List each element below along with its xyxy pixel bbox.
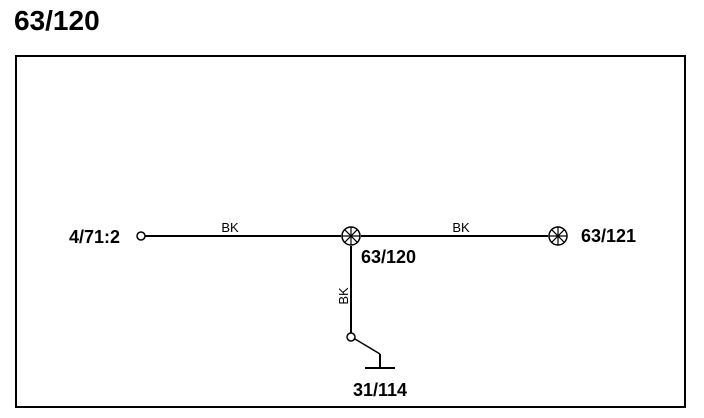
splice-right-icon [548,226,568,246]
connector-terminal-icon [136,231,146,241]
wire-color-right: BK [452,220,470,235]
label-center-splice: 63/120 [361,247,416,267]
wire-color-vertical: BK [336,287,351,305]
label-left-connector: 4/71:2 [69,227,120,247]
label-right-splice: 63/121 [581,226,636,246]
splice-center-icon [341,226,361,246]
diagram-frame [15,55,686,408]
wire-color-left: BK [221,220,239,235]
page-title: 63/120 [14,5,100,36]
label-ground: 31/114 [353,380,407,400]
ground-point-icon [346,332,395,369]
